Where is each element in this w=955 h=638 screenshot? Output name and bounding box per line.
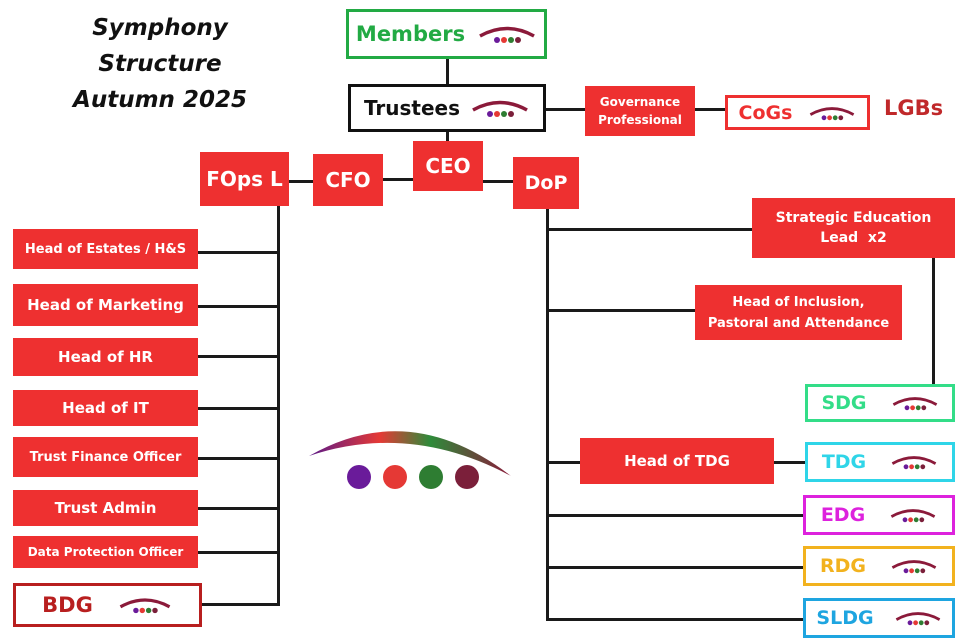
title-line-2: Structure <box>98 51 222 77</box>
trustees-box: Trustees <box>348 84 546 132</box>
connector-fops-cfo <box>288 180 314 183</box>
branch-estates <box>198 251 278 254</box>
branch-admin <box>198 507 278 510</box>
strategic-line-2: Lead x2 <box>820 230 887 246</box>
sldg-box: SLDG <box>803 598 955 638</box>
head-of-inclusion-box: Head of Inclusion, Pastoral and Attendan… <box>695 285 902 340</box>
edg-box: EDG <box>803 495 955 535</box>
bdg-box: BDG <box>13 583 202 627</box>
sldg-label: SLDG <box>816 607 874 629</box>
ceo-label: CEO <box>425 154 471 178</box>
branch-rdg <box>546 566 804 569</box>
strategic-education-lead-box: Strategic Education Lead x2 <box>752 198 955 258</box>
branch-sldg <box>546 618 804 621</box>
head-tdg-to-tdg <box>774 461 806 464</box>
branch-inclusion <box>546 309 696 312</box>
fops-label: FOps L <box>206 167 283 191</box>
branch-finance <box>198 457 278 460</box>
fops-lead-box: FOps L <box>200 152 289 206</box>
connector-trustees-ceo <box>446 130 449 142</box>
connector-governance-cogs <box>695 108 726 111</box>
head-of-tdg-box: Head of TDG <box>580 438 774 484</box>
role-head-of-estates: Head of Estates / H&S <box>13 229 198 269</box>
role-label: Head of Marketing <box>27 296 184 314</box>
trustees-label: Trustees <box>363 96 461 120</box>
role-head-of-hr: Head of HR <box>13 338 198 376</box>
symphony-logo-icon <box>119 598 171 614</box>
role-trust-admin: Trust Admin <box>13 490 198 526</box>
cogs-label: CoGs <box>738 101 793 124</box>
strategic-line-1: Strategic Education <box>775 210 932 226</box>
title-line-1: Symphony <box>92 15 228 41</box>
branch-strategic <box>546 228 752 231</box>
members-box: Members <box>346 9 547 59</box>
branch-it <box>198 407 278 410</box>
branch-bdg <box>202 603 280 606</box>
strategic-to-sdg <box>932 258 935 384</box>
branch-hr <box>198 355 278 358</box>
branch-marketing <box>198 305 278 308</box>
symphony-logo-icon <box>479 26 535 43</box>
symphony-logo-icon <box>895 612 940 626</box>
inclusion-line-1: Head of Inclusion, <box>732 294 865 310</box>
symphony-logo-icon <box>891 560 937 574</box>
role-label: Trust Admin <box>54 499 157 517</box>
branch-dpo <box>198 551 278 554</box>
role-trust-finance-officer: Trust Finance Officer <box>13 437 198 477</box>
dop-label: DoP <box>524 172 568 194</box>
symphony-logo-icon <box>891 456 937 470</box>
sdg-box: SDG <box>805 384 955 422</box>
role-label: Head of Estates / H&S <box>24 241 187 257</box>
diagram-title: Symphony Structure Autumn 2025 <box>60 10 260 118</box>
tdg-box: TDG <box>805 442 955 482</box>
lgbs-label: LGBs <box>884 96 944 120</box>
head-tdg-label: Head of TDG <box>624 452 730 470</box>
role-label: Trust Finance Officer <box>29 449 182 465</box>
branch-edg <box>546 514 804 517</box>
connector-trustees-governance <box>544 108 586 111</box>
title-line-3: Autumn 2025 <box>73 87 247 113</box>
symphony-logo-icon <box>810 106 855 120</box>
branch-head-tdg <box>546 461 580 464</box>
symphony-large-logo-icon <box>309 431 511 489</box>
rdg-box: RDG <box>803 546 955 586</box>
rdg-label: RDG <box>820 555 866 577</box>
bdg-label: BDG <box>42 593 93 617</box>
governance-line-2: Professional <box>598 113 682 127</box>
governance-professional-box: Governance Professional <box>585 86 695 136</box>
tdg-label: TDG <box>821 451 867 473</box>
role-label: Head of HR <box>58 348 153 366</box>
symphony-logo-icon <box>472 100 528 117</box>
role-label: Head of IT <box>62 399 149 417</box>
cfo-box: CFO <box>313 154 383 206</box>
edg-label: EDG <box>820 504 866 526</box>
cfo-label: CFO <box>325 168 371 192</box>
connector-cfo-ceo <box>382 178 414 181</box>
connector-members-trustees <box>446 58 449 85</box>
role-head-of-it: Head of IT <box>13 390 198 426</box>
members-label: Members <box>355 22 466 46</box>
symphony-logo-icon <box>890 509 936 523</box>
ceo-box: CEO <box>413 141 483 191</box>
symphony-logo-icon <box>892 397 937 411</box>
inclusion-line-2: Pastoral and Attendance <box>707 315 890 331</box>
role-head-of-marketing: Head of Marketing <box>13 284 198 326</box>
cogs-box: CoGs <box>725 95 870 130</box>
connector-ceo-dop <box>483 180 514 183</box>
role-data-protection-officer: Data Protection Officer <box>13 536 198 568</box>
right-trunk <box>546 208 549 620</box>
governance-line-1: Governance <box>599 95 681 109</box>
sdg-label: SDG <box>821 392 867 414</box>
left-trunk <box>277 206 280 605</box>
dop-box: DoP <box>513 157 579 209</box>
role-label: Data Protection Officer <box>27 545 184 559</box>
